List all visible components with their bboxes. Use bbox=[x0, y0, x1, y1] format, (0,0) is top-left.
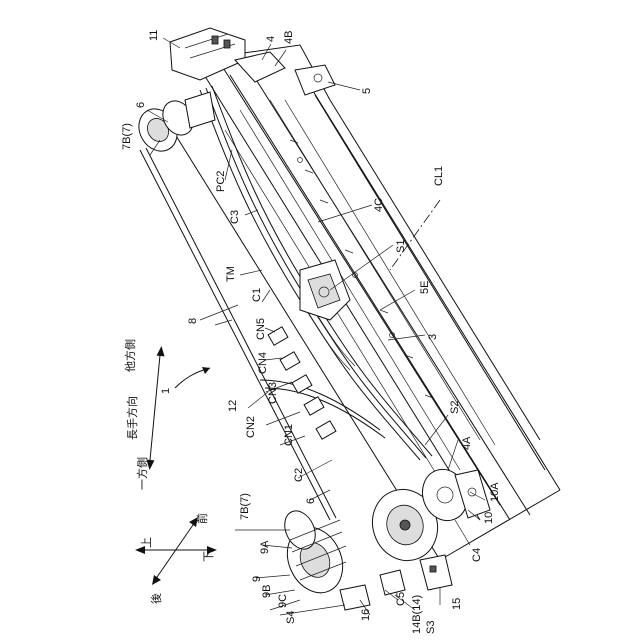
label-9a: 9A bbox=[259, 540, 271, 554]
label-c2: C2 bbox=[293, 468, 305, 482]
label-s2: S2 bbox=[449, 401, 461, 414]
label-cn4: CN4 bbox=[257, 352, 269, 374]
label-s3: S3 bbox=[425, 621, 437, 634]
label-c5: C5 bbox=[395, 592, 407, 606]
orientation-compass: 上 下 前 後 bbox=[135, 513, 217, 604]
label-cn1: CN1 bbox=[283, 424, 295, 446]
label-9: 9 bbox=[251, 576, 263, 582]
label-down: 下 bbox=[202, 551, 215, 562]
label-9c: 9C bbox=[277, 594, 289, 608]
label-10a: 10A bbox=[489, 482, 501, 502]
label-rear: 後 bbox=[149, 593, 163, 604]
label-14b: 14B(14) bbox=[411, 595, 423, 634]
longitudinal-direction: 長手方向 一方側 他方側 bbox=[123, 339, 165, 490]
label-cn5: CN5 bbox=[255, 318, 267, 340]
assembly-arrow bbox=[175, 367, 210, 388]
label-12: 12 bbox=[227, 400, 239, 412]
label-6-lower: 6 bbox=[305, 498, 317, 504]
end-bracket-5 bbox=[295, 65, 335, 95]
label-c3: C3 bbox=[229, 210, 241, 224]
label-5: 5 bbox=[361, 88, 373, 94]
label-6-upper: 6 bbox=[135, 102, 147, 108]
label-cl1: CL1 bbox=[433, 166, 445, 186]
label-15: 15 bbox=[451, 598, 463, 610]
label-4a: 4A bbox=[461, 436, 473, 450]
label-c4: C4 bbox=[471, 548, 483, 562]
label-10: 10 bbox=[483, 512, 495, 524]
label-3: 3 bbox=[427, 334, 439, 340]
label-4: 4 bbox=[265, 36, 277, 42]
label-front: 前 bbox=[195, 513, 209, 524]
sensor-assembly-s1 bbox=[300, 260, 350, 320]
centerline-cl1 bbox=[390, 200, 440, 270]
label-s4: S4 bbox=[285, 611, 297, 624]
label-9b: 9B bbox=[261, 585, 273, 598]
label-other-side: 他方側 bbox=[123, 339, 137, 372]
label-cn3: CN3 bbox=[267, 382, 279, 404]
label-11: 11 bbox=[148, 30, 160, 41]
label-7b-lower: 7B(7) bbox=[239, 493, 251, 520]
label-4b: 4B bbox=[283, 31, 295, 44]
label-7b-upper: 7B(7) bbox=[121, 123, 133, 150]
label-4c: 4C bbox=[373, 198, 385, 212]
label-c1: C1 bbox=[251, 288, 263, 302]
shaft-8 bbox=[140, 148, 336, 520]
label-up: 上 bbox=[140, 537, 153, 548]
label-5e: 5E bbox=[419, 281, 431, 294]
label-8: 8 bbox=[187, 318, 199, 324]
label-s1: S1 bbox=[395, 240, 407, 253]
label-longitudinal: 長手方向 bbox=[125, 396, 139, 440]
label-one-side: 一方側 bbox=[135, 457, 149, 490]
label-cn2: CN2 bbox=[245, 416, 257, 438]
label-1: 1 bbox=[160, 388, 172, 394]
label-16: 16 bbox=[360, 609, 372, 621]
label-tm: TM bbox=[225, 266, 237, 282]
label-pc2: PC2 bbox=[215, 171, 227, 192]
